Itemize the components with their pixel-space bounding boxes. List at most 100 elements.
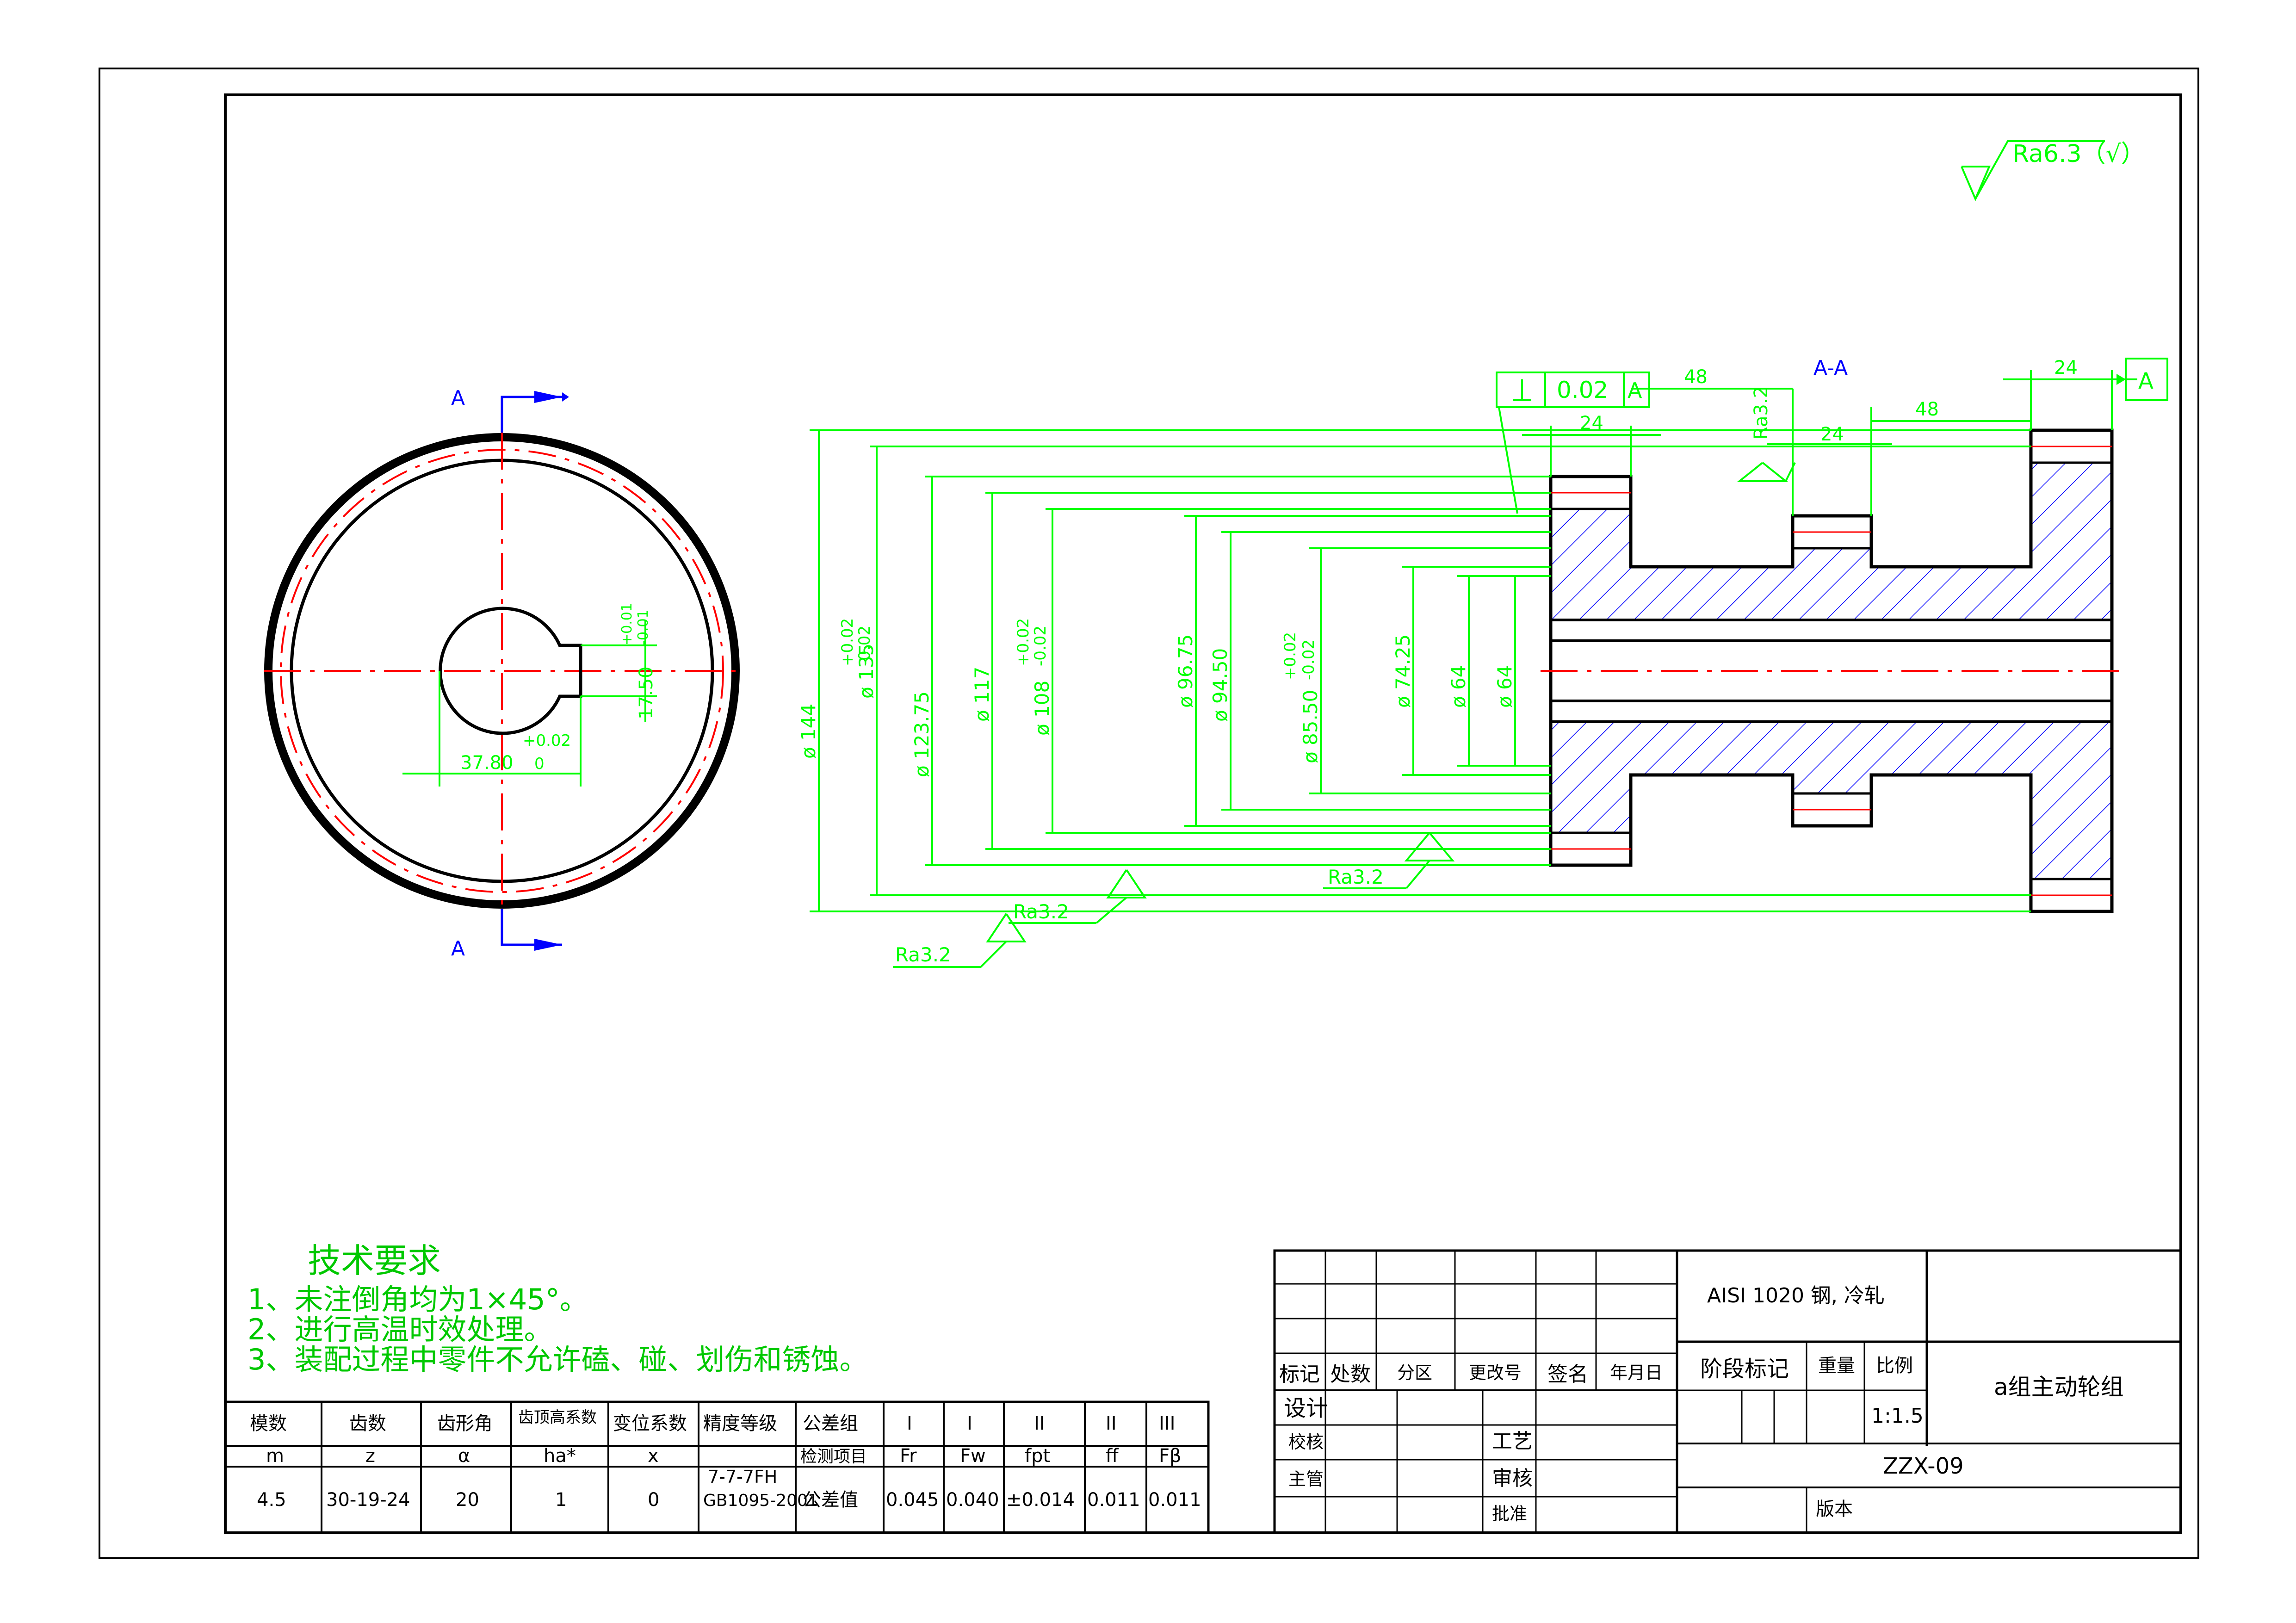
svg-text:+0.02: +0.02 xyxy=(1281,632,1300,680)
tb-mark: 标记 xyxy=(1279,1363,1320,1386)
section-view: A-A xyxy=(797,356,2168,968)
svg-text:Ra3.2: Ra3.2 xyxy=(1328,866,1384,888)
dim-d64a: ø 64 xyxy=(1447,665,1470,708)
dim-w48-top: 48 xyxy=(1684,366,1708,388)
tb-stage-mark: 阶段标记 xyxy=(1700,1356,1789,1382)
hatch-lower xyxy=(1551,722,2112,879)
tb-supervisor: 主管 xyxy=(1288,1469,1324,1489)
th-g2b: II xyxy=(1106,1413,1117,1434)
tb-zone: 分区 xyxy=(1397,1363,1432,1383)
outer-border xyxy=(99,68,2199,1559)
cut-label-top: A xyxy=(451,386,465,410)
tolerance-value: 0.02 xyxy=(1557,377,1608,403)
tolerance-datum: A xyxy=(1628,378,1642,403)
svg-text:0: 0 xyxy=(534,755,545,773)
roughness-top: Ra3.2 xyxy=(1737,386,1796,482)
roughness-3: Ra3.2 xyxy=(893,913,1027,968)
part-outline xyxy=(1549,428,2114,913)
svg-text:+0.02: +0.02 xyxy=(1014,618,1033,666)
tb-version: 版本 xyxy=(1816,1499,1853,1520)
dim-d9450: ø 94.50 xyxy=(1209,648,1232,722)
tb-drawing-no: ZZX-09 xyxy=(1883,1453,1964,1479)
th-grade: 精度等级 xyxy=(703,1413,777,1434)
dim-w24-left: 24 xyxy=(1580,413,1603,434)
tb-count: 处数 xyxy=(1330,1363,1371,1386)
th-addendum: 齿顶高系数 xyxy=(518,1408,597,1427)
th-group: 公差组 xyxy=(803,1413,858,1434)
val-fr: 0.045 xyxy=(886,1489,939,1511)
th-g1a: I xyxy=(907,1413,912,1434)
th-g3: III xyxy=(1159,1413,1175,1434)
val-group: 公差值 xyxy=(803,1489,858,1511)
dim-d8550: ø 85.50 xyxy=(1299,690,1322,763)
sym-fw: Fw xyxy=(960,1445,986,1467)
dim-d108: ø 108 xyxy=(1031,681,1053,736)
val-fpt: ±0.014 xyxy=(1006,1489,1075,1511)
th-g2a: II xyxy=(1034,1413,1045,1434)
th-shift: 变位系数 xyxy=(613,1413,687,1434)
svg-text:-0.02: -0.02 xyxy=(1300,639,1318,680)
sym-group: 检测项目 xyxy=(800,1447,867,1466)
svg-text:-0.02: -0.02 xyxy=(1031,626,1050,666)
val-module: 4.5 xyxy=(257,1489,286,1511)
svg-text:+0.02: +0.02 xyxy=(523,731,571,750)
dim-w24-right: 24 xyxy=(2054,357,2078,378)
dim-d144: ø 144 xyxy=(797,704,820,759)
tech-item-1: 1、未注倒角均为1×45°。 xyxy=(248,1282,588,1316)
dim-d117: ø 117 xyxy=(971,667,993,722)
dim-w24-mid: 24 xyxy=(1820,424,1844,445)
val-fw: 0.040 xyxy=(946,1489,999,1511)
gear-table: 模数 齿数 齿形角 齿顶高系数 变位系数 精度等级 公差组 I I II II … xyxy=(224,1400,1210,1534)
technical-requirements: 技术要求 1、未注倒角均为1×45°。 2、进行高温时效处理。 3、装配过程中零… xyxy=(248,1241,868,1376)
tb-check: 校核 xyxy=(1288,1432,1324,1452)
tb-ratio: 比例 xyxy=(1876,1355,1913,1376)
cut-arrow-top xyxy=(501,396,562,433)
val-fb: 0.011 xyxy=(1148,1489,1201,1511)
tech-item-3: 3、装配过程中零件不允许磕、碰、划伤和锈蚀。 xyxy=(248,1343,868,1376)
sym-z: z xyxy=(365,1445,375,1467)
dim-w48-right: 48 xyxy=(1915,399,1939,420)
sym-ha: ha* xyxy=(544,1445,576,1467)
tb-weight: 重量 xyxy=(1818,1355,1855,1376)
front-view: A A 17.50 +0.01 -0.01 37.80 +0.02 0 xyxy=(264,386,740,960)
val-teeth: 30-19-24 xyxy=(326,1489,410,1511)
tb-scale: 1:1.5 xyxy=(1871,1404,1924,1428)
tb-design: 设计 xyxy=(1284,1395,1328,1421)
key-width-dim: 17.50 xyxy=(636,666,657,719)
sym-ff: ff xyxy=(1106,1445,1119,1467)
general-roughness: Ra6.3（√） xyxy=(1961,140,2145,202)
tb-date: 年月日 xyxy=(1610,1363,1663,1383)
hatch-upper xyxy=(1551,463,2112,620)
val-addendum: 1 xyxy=(555,1489,567,1511)
sym-m: m xyxy=(266,1445,284,1467)
tb-part-name: a组主动轮组 xyxy=(1994,1374,2124,1400)
tech-title: 技术要求 xyxy=(308,1241,441,1280)
dim-d64b: ø 64 xyxy=(1493,665,1516,708)
dim-d7425: ø 74.25 xyxy=(1392,634,1414,708)
tb-change-no: 更改号 xyxy=(1469,1363,1522,1383)
sym-fpt: fpt xyxy=(1025,1445,1050,1467)
th-module: 模数 xyxy=(250,1413,287,1434)
val-ff: 0.011 xyxy=(1087,1489,1140,1511)
tech-item-2: 2、进行高温时效处理。 xyxy=(248,1313,552,1346)
datum-box: A xyxy=(2112,358,2168,401)
svg-text:-0.02: -0.02 xyxy=(855,626,874,666)
tb-approve: 批准 xyxy=(1492,1504,1527,1524)
val-standard: GB1095-2001 xyxy=(703,1491,818,1510)
sym-fb: Fβ xyxy=(1159,1445,1182,1467)
th-teeth: 齿数 xyxy=(349,1413,386,1434)
roughness-2: Ra3.2 xyxy=(1009,869,1147,924)
general-roughness-label: Ra6.3（√） xyxy=(2012,140,2145,168)
th-pressure-angle: 齿形角 xyxy=(437,1413,493,1434)
val-grade: 7-7-7FH xyxy=(708,1467,777,1487)
tb-material: AISI 1020 钢, 冷轧 xyxy=(1707,1284,1885,1307)
tb-process: 工艺 xyxy=(1492,1430,1533,1453)
svg-text:Ra3.2: Ra3.2 xyxy=(1013,900,1069,923)
sym-fr: Fr xyxy=(900,1445,917,1467)
dim-d9675: ø 96.75 xyxy=(1174,634,1197,708)
key-depth-dim: 37.80 xyxy=(460,752,514,774)
svg-text:+0.02: +0.02 xyxy=(838,618,857,666)
section-title: A-A xyxy=(1813,356,1848,380)
svg-text:-0.01: -0.01 xyxy=(635,609,651,645)
